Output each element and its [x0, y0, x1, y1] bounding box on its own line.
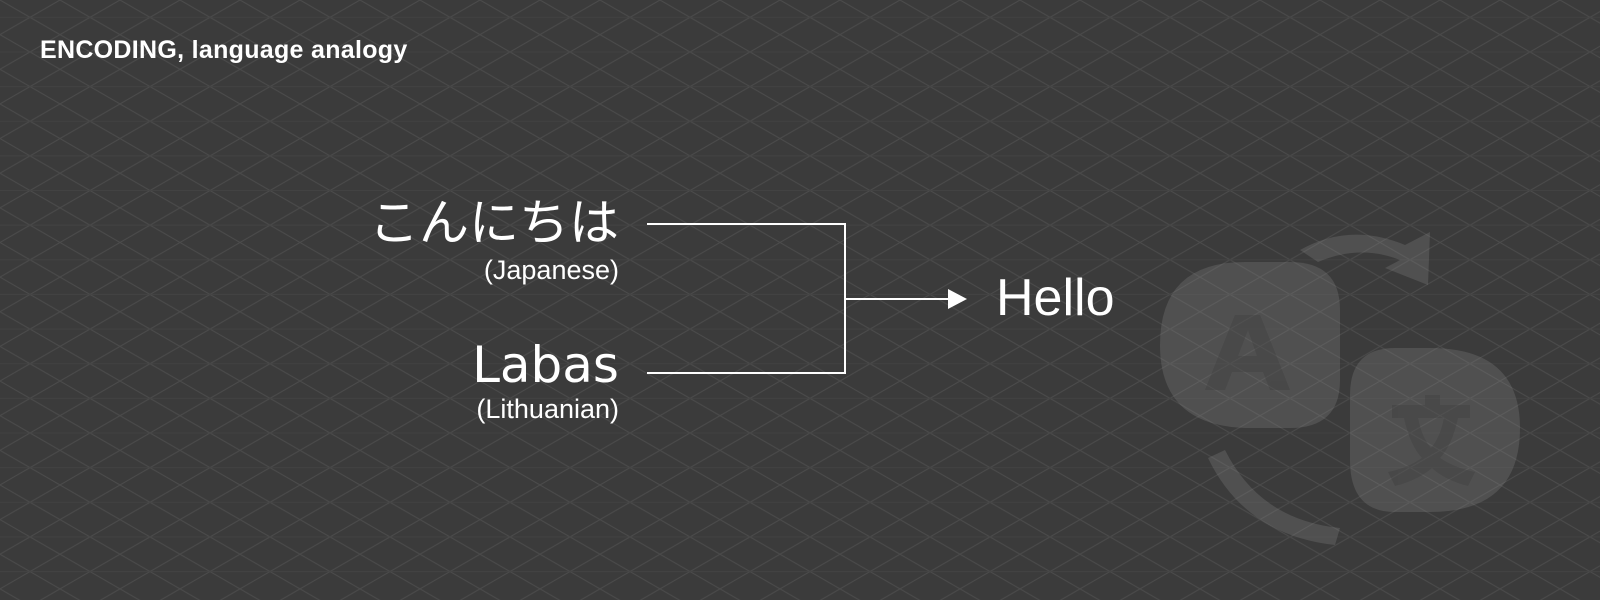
connector-line-japanese	[647, 223, 846, 299]
source-word-lithuanian: Labas	[472, 336, 619, 394]
source-word-japanese: こんにちは	[369, 194, 619, 252]
slide-title: ENCODING, language analogy	[40, 36, 408, 64]
language-label-japanese: (Japanese)	[483, 255, 619, 285]
connector-line-lithuanian	[647, 299, 846, 374]
language-label-lithuanian: (Lithuanian)	[476, 394, 619, 424]
arrowhead	[948, 289, 967, 309]
target-word: Hello	[996, 269, 1115, 327]
